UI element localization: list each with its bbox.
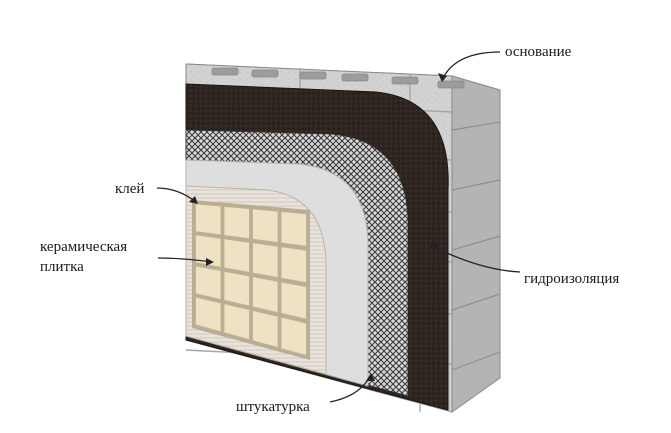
label-tile-line2: плитка: [40, 259, 84, 275]
ceramic-tile: [195, 203, 222, 236]
arrowhead-tile: [206, 258, 214, 266]
arrowhead-plaster: [366, 373, 375, 381]
label-waterproofing: гидроизоляция: [524, 271, 619, 287]
leader-base: [441, 51, 501, 81]
arrowheads: [189, 73, 447, 381]
ceramic-tile: [195, 234, 222, 268]
leader-waterproofing: [431, 245, 521, 273]
ceramic-tile: [195, 265, 222, 300]
label-plaster: штукатурка: [236, 399, 310, 415]
label-tile-line1: керамическая: [40, 239, 127, 255]
ceramic-tile: [280, 281, 307, 320]
label-base: основание: [505, 44, 572, 60]
ceramic-tile: [252, 208, 279, 243]
ceramic-tile: [252, 310, 279, 348]
ceramic-tile-grid: [192, 200, 310, 360]
arrowhead-base: [438, 73, 447, 82]
ceramic-tile: [280, 211, 307, 247]
arrowhead-glue: [189, 196, 198, 204]
ceramic-tile: [280, 246, 307, 283]
ceramic-tile: [252, 276, 279, 313]
ceramic-tile: [252, 242, 279, 278]
ceramic-tile: [195, 296, 222, 332]
ceramic-tile: [280, 317, 307, 356]
ceramic-tile: [223, 303, 250, 340]
ceramic-tile: [223, 206, 250, 239]
ceramic-tile: [223, 238, 250, 273]
label-glue: клей: [115, 181, 144, 197]
ceramic-tile: [223, 271, 250, 307]
arrowhead-waterproofing: [430, 244, 438, 252]
